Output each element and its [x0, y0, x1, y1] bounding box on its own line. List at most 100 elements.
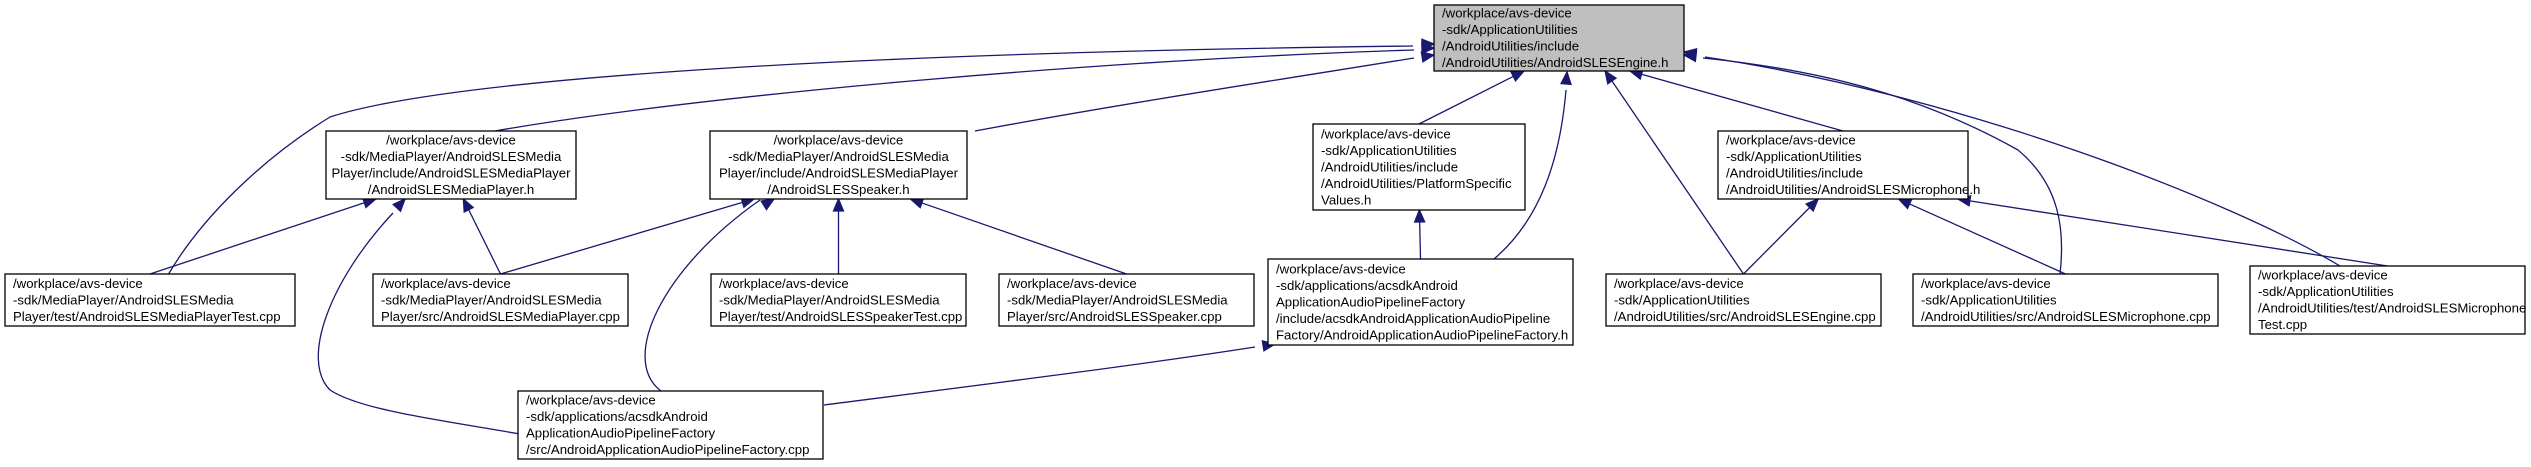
edge-line [1418, 75, 1514, 125]
node-label-line: -sdk/applications/acsdkAndroid [1276, 278, 1458, 293]
arrowhead-icon [392, 197, 407, 213]
node-box [517, 390, 824, 460]
node-label-line: -sdk/MediaPlayer/AndroidSLESMedia [728, 149, 949, 164]
node-box [998, 273, 1255, 327]
edge-line [644, 199, 761, 392]
node-label-line: /AndroidUtilities/test/AndroidSLESMicrop… [2258, 301, 2526, 316]
edge-line [1641, 73, 1844, 132]
edge-line [1419, 221, 1422, 260]
node-box [372, 273, 629, 327]
graph-node-microphone-cpp[interactable]: /workplace/avs-device-sdk/ApplicationUti… [1912, 273, 2219, 327]
arrowhead-icon [760, 198, 776, 211]
node-box [325, 130, 577, 200]
node-box [1312, 123, 1526, 211]
arrowhead-icon [462, 197, 475, 213]
node-label-line: /workplace/avs-device [1614, 276, 1744, 291]
edge-line [1909, 203, 2066, 275]
node-label-line: /workplace/avs-device [1921, 276, 2051, 291]
graph-edge-microphone-test-to-engine-h [1682, 48, 2341, 267]
graph-node-microphone-h[interactable]: /workplace/avs-device-sdk/ApplicationUti… [1717, 130, 1980, 200]
node-label-line: -sdk/MediaPlayer/AndroidSLESMedia [719, 292, 940, 307]
graph-node-mediaplayer-h[interactable]: /workplace/avs-device-sdk/MediaPlayer/An… [325, 130, 577, 200]
node-label-line: -sdk/ApplicationUtilities [1726, 149, 1862, 164]
graph-edge-speaker-cpp-to-speaker-h [908, 197, 1127, 275]
node-label-line: /AndroidUtilities/PlatformSpecific [1321, 176, 1512, 191]
node-box [1433, 4, 1685, 72]
edge-line [1743, 207, 1811, 275]
edge-line [167, 45, 1414, 276]
graph-node-platform-h[interactable]: /workplace/avs-device -sdk/ApplicationUti… [1312, 123, 1526, 211]
graph-node-mediaplayer-test[interactable]: /workplace/avs-device-sdk/MediaPlayer/An… [4, 273, 296, 327]
graph-edge-factory-cpp-to-speaker-h [644, 198, 776, 392]
graph-edge-microphone-cpp-to-microphone-h [1897, 198, 2066, 275]
graph-node-factory-h[interactable]: /workplace/avs-device -sdk/applications/a… [1267, 258, 1574, 346]
node-label-line: Player/include/AndroidSLESMediaPlayer [719, 166, 959, 181]
node-label-line: /workplace/avs-device [526, 393, 656, 408]
node-label-line: /workplace/avs-device [1321, 126, 1451, 141]
node-label-line: /AndroidUtilities/include [1321, 159, 1458, 174]
node-label-line: Player/src/AndroidSLESMediaPlayer.cpp [381, 309, 620, 324]
node-label-line: -sdk/MediaPlayer/AndroidSLESMedia [13, 292, 234, 307]
graph-node-engine-cpp[interactable]: /workplace/avs-device-sdk/ApplicationUti… [1605, 273, 1882, 327]
arrowhead-icon [1420, 51, 1436, 63]
graph-node-factory-cpp[interactable]: /workplace/avs-device-sdk/applications/a… [517, 390, 824, 460]
node-label-line: /workplace/avs-device [1276, 261, 1406, 276]
graph-edge-factory-h-to-engine-h [1493, 70, 1572, 260]
graph-edge-mediaplayer-cpp-to-mediaplayer-h [462, 197, 502, 275]
graph-edge-mediaplayer-test-to-mediaplayer-h [149, 197, 378, 275]
edge-line [317, 212, 521, 435]
graph-edge-platform-h-to-engine-h [1418, 70, 1526, 125]
node-label-line: /workplace/avs-device [13, 276, 143, 291]
arrowhead-icon [1897, 198, 1913, 210]
graph-edge-factory-h-to-platform-h [1413, 208, 1426, 260]
node-box [709, 130, 968, 200]
node-label-line: Player/test/AndroidSLESMediaPlayerTest.c… [13, 309, 281, 324]
node-label-line: /workplace/avs-device [1726, 133, 1856, 148]
node-label-line: -sdk/MediaPlayer/AndroidSLESMedia [341, 149, 562, 164]
graph-edge-mediaplayer-h-to-engine-h [494, 42, 1436, 132]
arrowhead-icon [832, 197, 845, 212]
node-label-line: -sdk/ApplicationUtilities [1442, 22, 1578, 37]
node-label-line: /src/AndroidApplicationAudioPipelineFact… [526, 442, 809, 457]
node-label-line: ApplicationAudioPipelineFactory [1276, 294, 1466, 309]
graph-node-speaker-h[interactable]: /workplace/avs-device-sdk/MediaPlayer/An… [709, 130, 968, 200]
graph-node-microphone-test[interactable]: /workplace/avs-device-sdk/ApplicationUti… [2249, 265, 2526, 335]
graph-edge-microphone-h-to-engine-h [1628, 68, 1844, 132]
node-label-line: /include/acsdkAndroidApplicationAudioPip… [1276, 311, 1550, 326]
node-label-line: -sdk/ApplicationUtilities [1614, 292, 1750, 307]
node-label-line: Player/test/AndroidSLESSpeakerTest.cpp [719, 309, 962, 324]
graph-edge-engine-cpp-to-microphone-h [1743, 197, 1820, 275]
graph-edge-factory-cpp-to-factory-h [823, 340, 1277, 406]
edge-line [1704, 56, 2341, 267]
node-label-line: /AndroidSLESSpeaker.h [767, 182, 909, 197]
graph-edge-microphone-test-to-microphone-h [1956, 195, 2388, 267]
edge-line [494, 49, 1415, 132]
graph-node-speaker-test[interactable]: /workplace/avs-device-sdk/MediaPlayer/An… [710, 273, 967, 327]
graph-edge-factory-cpp-to-mediaplayer-h [317, 197, 521, 435]
graph-edge-speaker-test-to-speaker-h [832, 197, 845, 274]
node-label-line: Factory/AndroidApplicationAudioPipelineF… [1276, 327, 1568, 342]
arrowhead-icon [1604, 69, 1618, 85]
graph-edge-engine-cpp-to-engine-h [1604, 69, 1745, 275]
node-label-line: /AndroidUtilities/AndroidSLESMicrophone.… [1726, 182, 1980, 197]
node-box [2249, 265, 2526, 335]
node-label-line: /workplace/avs-device [2258, 268, 2388, 283]
edge-line [974, 57, 1415, 132]
edge-line [500, 201, 743, 275]
node-label-line: -sdk/ApplicationUtilities [1921, 292, 2057, 307]
node-label-line: -sdk/ApplicationUtilities [1321, 143, 1457, 158]
graph-node-speaker-cpp[interactable]: /workplace/avs-device-sdk/MediaPlayer/An… [998, 273, 1255, 327]
node-box [1717, 130, 1969, 200]
arrowhead-icon [1421, 42, 1436, 55]
node-label-line: /AndroidUtilities/src/AndroidSLESEngine.… [1614, 309, 1876, 324]
node-label-line: /workplace/avs-device [386, 133, 516, 148]
edge-line [1969, 200, 2388, 267]
graph-edge-speaker-h-to-engine-h [974, 51, 1436, 132]
node-label-line: -sdk/applications/acsdkAndroid [526, 409, 708, 424]
edge-line [1493, 89, 1567, 260]
graph-node-mediaplayer-cpp[interactable]: /workplace/avs-device-sdk/MediaPlayer/An… [372, 273, 629, 327]
node-box [1605, 273, 1882, 327]
node-label-line: /workplace/avs-device [774, 133, 904, 148]
node-label-line: /workplace/avs-device [381, 276, 511, 291]
